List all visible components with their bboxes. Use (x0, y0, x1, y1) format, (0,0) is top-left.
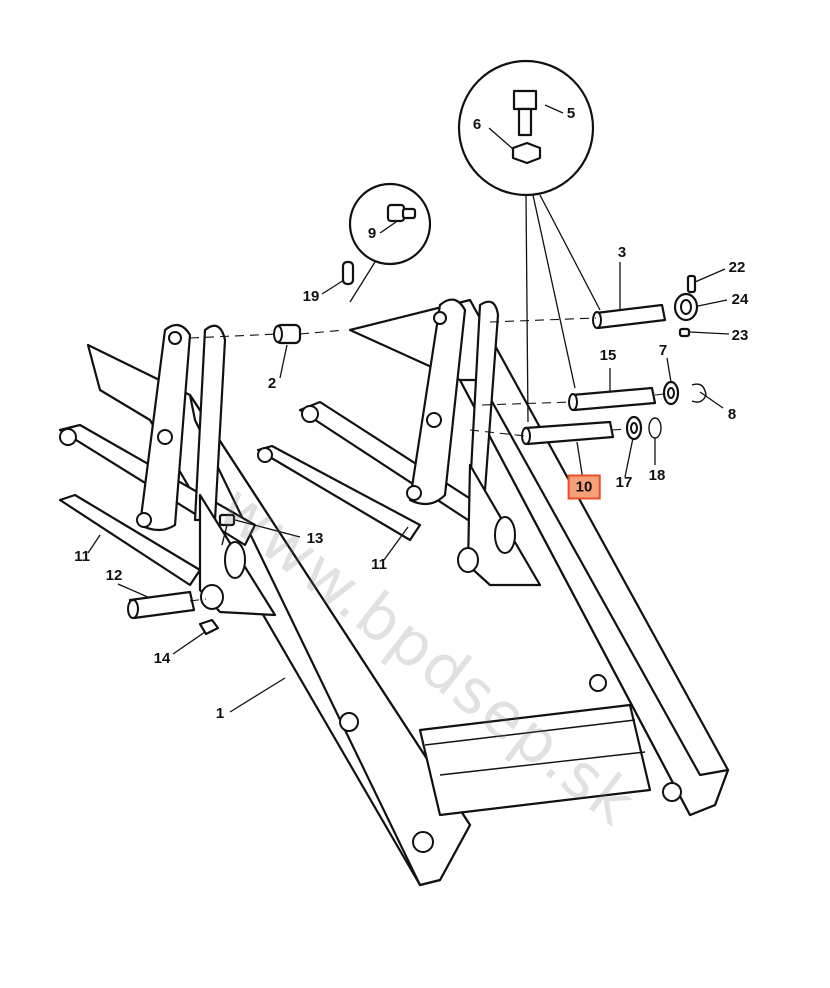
callout-19[interactable]: 19 (302, 288, 320, 305)
callout-14[interactable]: 14 (153, 650, 171, 667)
callout-1[interactable]: 1 (215, 705, 225, 722)
left-boom-arm (86, 343, 472, 887)
callout-6[interactable]: 6 (472, 116, 482, 133)
callout-3[interactable]: 3 (617, 244, 627, 261)
callout-17[interactable]: 17 (615, 474, 633, 491)
callout-15[interactable]: 15 (599, 347, 617, 364)
callout-22[interactable]: 22 (728, 259, 746, 276)
callout-2[interactable]: 2 (267, 375, 277, 392)
callout-5[interactable]: 5 (566, 105, 576, 122)
pin-10 (521, 420, 615, 446)
callout-11-right[interactable]: 11 (371, 556, 387, 573)
pin-19 (341, 260, 355, 286)
washer-17 (625, 415, 643, 441)
clip-8 (691, 383, 707, 403)
callout-24[interactable]: 24 (731, 291, 749, 308)
detail-circle-bolt (457, 59, 601, 423)
callout-13[interactable]: 13 (306, 530, 324, 547)
callout-7[interactable]: 7 (658, 342, 668, 359)
cross-member (418, 703, 652, 817)
callout-9[interactable]: 9 (367, 225, 377, 242)
callout-11-left[interactable]: 11 (74, 548, 90, 565)
nipple-22 (686, 274, 697, 294)
collar-24 (673, 292, 699, 322)
bolt-13 (218, 513, 236, 546)
cylinder-rods (58, 444, 422, 587)
right-mount-tower (406, 298, 542, 587)
pin-3 (592, 303, 667, 330)
detail-circle-nipple (348, 182, 432, 303)
nut-14 (198, 618, 220, 636)
screw-23 (678, 327, 691, 338)
callout-18[interactable]: 18 (648, 467, 666, 484)
callout-10-highlighted[interactable]: 10 (567, 474, 601, 500)
leader-lines (87, 262, 730, 713)
callout-8[interactable]: 8 (727, 406, 737, 423)
alignment-lines (189, 317, 665, 602)
callout-12[interactable]: 12 (105, 567, 123, 584)
callout-23[interactable]: 23 (731, 327, 749, 344)
left-mount-tower (136, 323, 277, 617)
pin-12 (127, 590, 196, 620)
pin-15 (568, 386, 657, 412)
